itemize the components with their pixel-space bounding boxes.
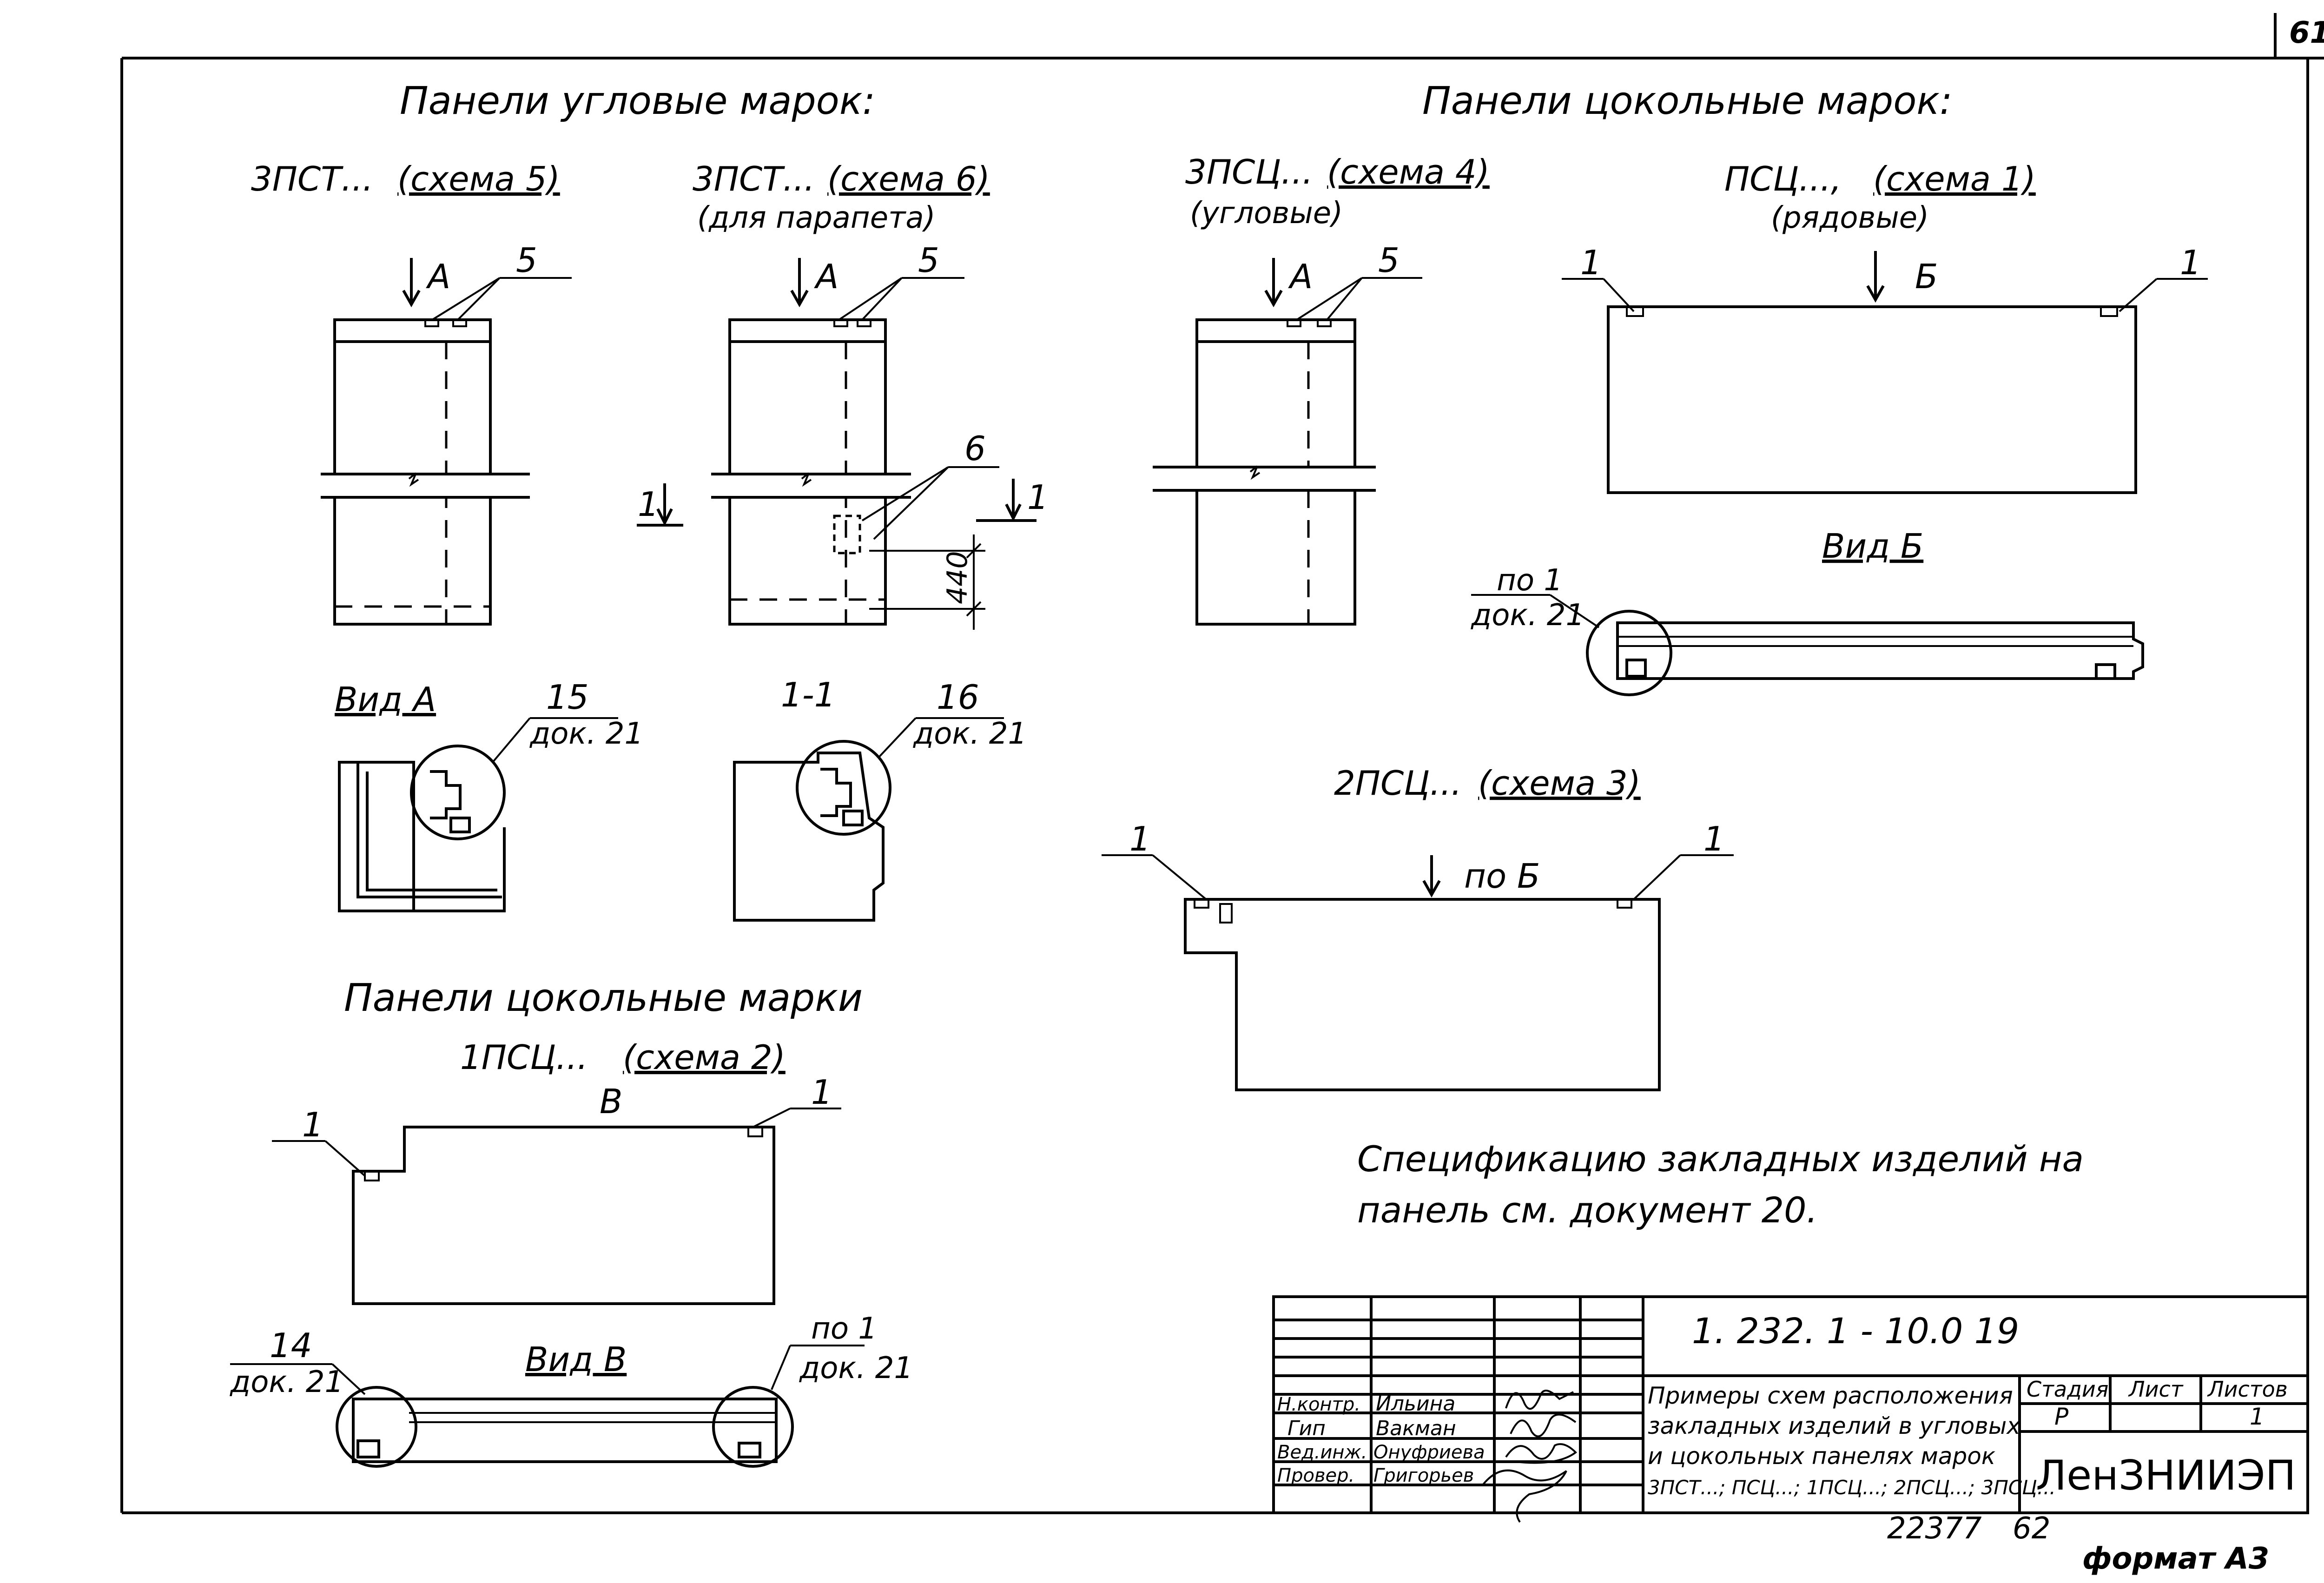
scheme-3-callout-right: 1 — [1703, 819, 1725, 858]
section-1-1-callout-16: 16 — [937, 678, 979, 717]
scheme-4-label: (схема 4) — [1327, 152, 1490, 191]
scheme-1-mark: ПСЦ..., — [1724, 159, 1842, 198]
sheet-frame — [120, 13, 2324, 1514]
title-code: 1. 232. 1 - 10.0 19 — [1692, 1310, 2019, 1352]
scheme-6-note: (для парапета) — [697, 201, 936, 235]
view-b-detail: Вид Б по 1 док. 21 — [1471, 527, 2144, 696]
scheme-6: 3ПСТ... (схема 6) (для парапета) А 5 6 1… — [637, 159, 1049, 630]
view-v-callout-po1: по 1 — [811, 1312, 877, 1346]
staff-name-1: Ильина — [1376, 1392, 1455, 1416]
scheme-4-note: (угловые) — [1190, 196, 1343, 231]
heading-plinth-panels-2: Панели цокольные марки — [344, 976, 863, 1020]
scheme-4-mark: 3ПСЦ... — [1185, 152, 1313, 191]
section-1-1-zoom-circle — [796, 740, 891, 836]
scheme-2-callout-right: 1 — [811, 1073, 832, 1112]
scheme-1-callout-left: 1 — [1580, 243, 1602, 282]
footer-format: формат А3 — [2082, 1542, 2269, 1576]
scheme-1-label: (схема 1) — [1873, 159, 2036, 198]
staff-role-4: Провер. — [1277, 1465, 1354, 1486]
scheme-5-label: (схема 5) — [397, 159, 560, 198]
scheme-6-callout-5: 5 — [918, 241, 939, 280]
section-1-1-doc21: док. 21 — [913, 717, 1027, 751]
scheme-5-mark: 3ПСТ... — [251, 159, 373, 198]
view-b-zoom-circle — [1586, 610, 1672, 696]
scheme-3-callout-left: 1 — [1129, 819, 1151, 858]
title-desc-2: закладных изделий в угловых — [1648, 1412, 2020, 1439]
scheme-6-callout-6: 6 — [964, 429, 986, 468]
scheme-3-po-b: по Б — [1464, 857, 1540, 896]
scheme-6-dim-440: 440 — [941, 551, 974, 604]
staff-role-2: Гип — [1287, 1417, 1326, 1440]
note-line-1: Спецификацию закладных изделий на — [1357, 1138, 2084, 1180]
view-a-title: Вид А — [335, 680, 436, 719]
organization: ЛенЗНИИЭП — [2036, 1451, 2296, 1499]
view-v-doc21-left: док. 21 — [230, 1365, 343, 1399]
view-a-zoom-circle — [410, 745, 506, 840]
view-a-detail: Вид А 15 док. 21 — [335, 678, 643, 912]
view-b-title: Вид Б — [1822, 527, 1923, 566]
stage-value: Р — [2054, 1403, 2069, 1430]
staff-role-3: Вед.инж. — [1277, 1442, 1367, 1463]
scheme-1: ПСЦ..., (схема 1) (рядовые) 1 1 Б — [1562, 159, 2208, 494]
staff-name-2: Вакман — [1376, 1417, 1456, 1440]
title-block: 1. 232. 1 - 10.0 19 Примеры схем располо… — [1272, 1295, 2309, 1523]
scheme-5-callout-5: 5 — [516, 241, 537, 280]
sheet-header: Лист — [2128, 1377, 2184, 1402]
title-desc-3: и цокольных панелях марок — [1648, 1443, 1995, 1470]
scheme-4-view-a: А — [1288, 257, 1313, 296]
footer-page: 62 — [2013, 1511, 2050, 1546]
scheme-5: 3ПСТ... (схема 5) А 5 — [251, 159, 572, 626]
signature-2 — [1510, 1413, 1577, 1438]
signature-4 — [1482, 1469, 1567, 1523]
view-a-doc21: док. 21 — [529, 717, 643, 751]
scheme-3-label: (схема 3) — [1478, 764, 1641, 803]
view-b-doc21: док. 21 — [1471, 598, 1585, 633]
sheet-number: 61 — [2289, 16, 2324, 50]
section-1-1-detail: 1-1 16 док. 21 — [733, 675, 1027, 922]
scheme-6-view-a: А — [814, 257, 838, 296]
scheme-3-mark: 2ПСЦ... — [1334, 764, 1462, 803]
scheme-6-mark: 3ПСТ... — [693, 159, 815, 198]
scheme-2: 1ПСЦ... (схема 2) В 1 1 — [272, 1038, 841, 1305]
footer-number: 22377 — [1887, 1511, 1982, 1546]
staff-name-4: Григорьев — [1373, 1465, 1474, 1486]
heading-corner-panels: Панели угловые марок: — [400, 79, 875, 123]
scheme-2-view-v: В — [600, 1082, 622, 1121]
note-line-2: панель см. документ 20. — [1357, 1189, 1818, 1231]
view-v-detail: Вид В 14 док. 21 по 1 док. 21 — [230, 1312, 913, 1468]
view-v-doc21-right: док. 21 — [799, 1351, 913, 1385]
view-b-callout-po1: по 1 — [1497, 563, 1563, 598]
scheme-2-mark: 1ПСЦ... — [460, 1038, 588, 1077]
scheme-2-callout-left: 1 — [302, 1105, 324, 1144]
view-v-zoom-circle-left — [336, 1386, 417, 1468]
heading-plinth-panels: Панели цокольные марок: — [1422, 79, 1953, 123]
sheets-header: Листов — [2207, 1377, 2288, 1402]
scheme-5-view-a: А — [426, 257, 450, 296]
title-desc-4: 3ПСТ...; ПСЦ...; 1ПСЦ...; 2ПСЦ...; 3ПСЦ.… — [1648, 1476, 2056, 1499]
scheme-6-section-right: 1 — [1027, 478, 1049, 517]
staff-name-3: Онуфриева — [1373, 1442, 1485, 1463]
sheets-value: 1 — [2250, 1403, 2265, 1430]
staff-role-1: Н.контр. — [1277, 1394, 1360, 1415]
view-v-zoom-circle-right — [712, 1386, 794, 1468]
scheme-6-label: (схема 6) — [827, 159, 990, 198]
scheme-1-note: (рядовые) — [1771, 201, 1929, 235]
scheme-2-label: (схема 2) — [623, 1038, 786, 1077]
title-desc-1: Примеры схем расположения — [1648, 1382, 2013, 1409]
view-v-callout-14: 14 — [270, 1326, 312, 1365]
section-1-1-title: 1-1 — [781, 675, 836, 714]
view-a-callout-15: 15 — [546, 678, 589, 717]
signature-3 — [1505, 1443, 1578, 1464]
stage-header: Стадия — [2027, 1377, 2108, 1402]
view-v-title: Вид В — [525, 1340, 627, 1379]
scheme-3: 2ПСЦ... (схема 3) 1 1 по Б — [1102, 764, 1734, 1091]
scheme-4: 3ПСЦ... (схема 4) (угловые) А 5 — [1153, 152, 1490, 626]
scheme-6-section-left: 1 — [638, 485, 659, 524]
signature-1 — [1505, 1390, 1574, 1410]
scheme-1-view-b: Б — [1915, 257, 1938, 296]
scheme-4-callout-5: 5 — [1378, 241, 1400, 280]
scheme-1-callout-right: 1 — [2180, 243, 2201, 282]
